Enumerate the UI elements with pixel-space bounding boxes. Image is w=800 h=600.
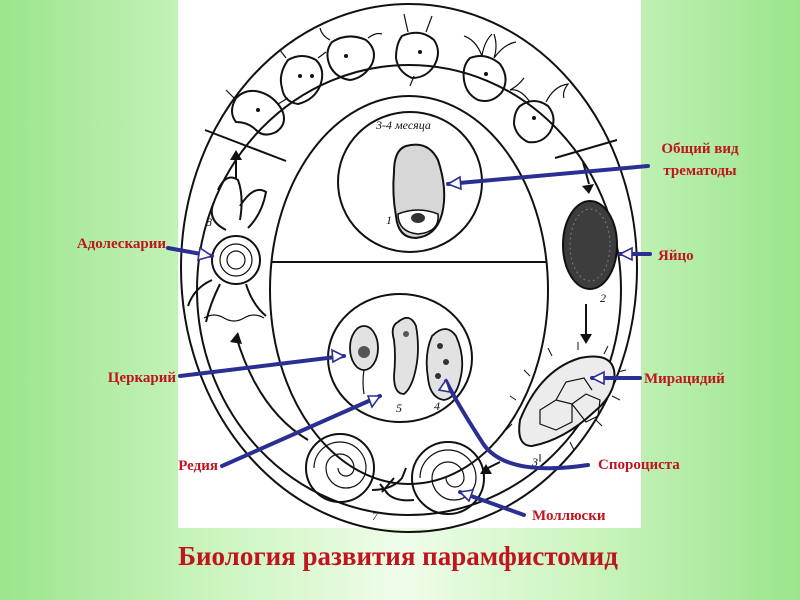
stage-number-3: 3 [531, 455, 538, 469]
label-sporocyst: Спороциста [598, 457, 680, 473]
label-adolescaria: Адолескарии [77, 236, 167, 252]
label-adult-line-1: Общий вид [661, 141, 739, 157]
host-animals [225, 13, 570, 144]
adult-fluke-figure: 3-4 месяца 1 [337, 111, 483, 253]
snail-1-icon [305, 433, 407, 503]
stage-number-2: 2 [600, 291, 606, 305]
adolescaria-figure: 8 [187, 176, 268, 323]
stage-number-7: 7 [372, 509, 379, 523]
pointer-lines [166, 164, 652, 517]
sheep-head-icon [319, 27, 383, 82]
label-cercaria: Церкарий [108, 370, 177, 386]
cow-head-2-icon [279, 49, 327, 106]
slide-title: Биология развития парамфистомид [178, 541, 618, 571]
snail-figures: 7 [305, 433, 485, 523]
stage-number-1: 1 [386, 213, 392, 227]
stage-number-8: 8 [206, 215, 212, 229]
figure-panel [178, 0, 641, 528]
larvae-figures: 4 5 [327, 293, 473, 423]
egg-figure: 2 [562, 200, 618, 305]
stage-number-4: 4 [434, 399, 440, 413]
label-adult-line-2: трематоды [663, 163, 737, 179]
moose-head-icon [509, 77, 570, 144]
stage-number-5: 5 [396, 401, 402, 415]
goat-head-icon [394, 13, 439, 87]
label-miracidium: Мирацидий [644, 371, 725, 387]
label-redia: Редия [178, 458, 218, 474]
snail-2-icon [379, 441, 485, 515]
figure-caption: 3-4 месяца [375, 118, 431, 132]
label-mollusks: Моллюски [532, 508, 606, 524]
label-egg: Яйцо [658, 248, 694, 264]
deer-head-icon [462, 33, 517, 102]
